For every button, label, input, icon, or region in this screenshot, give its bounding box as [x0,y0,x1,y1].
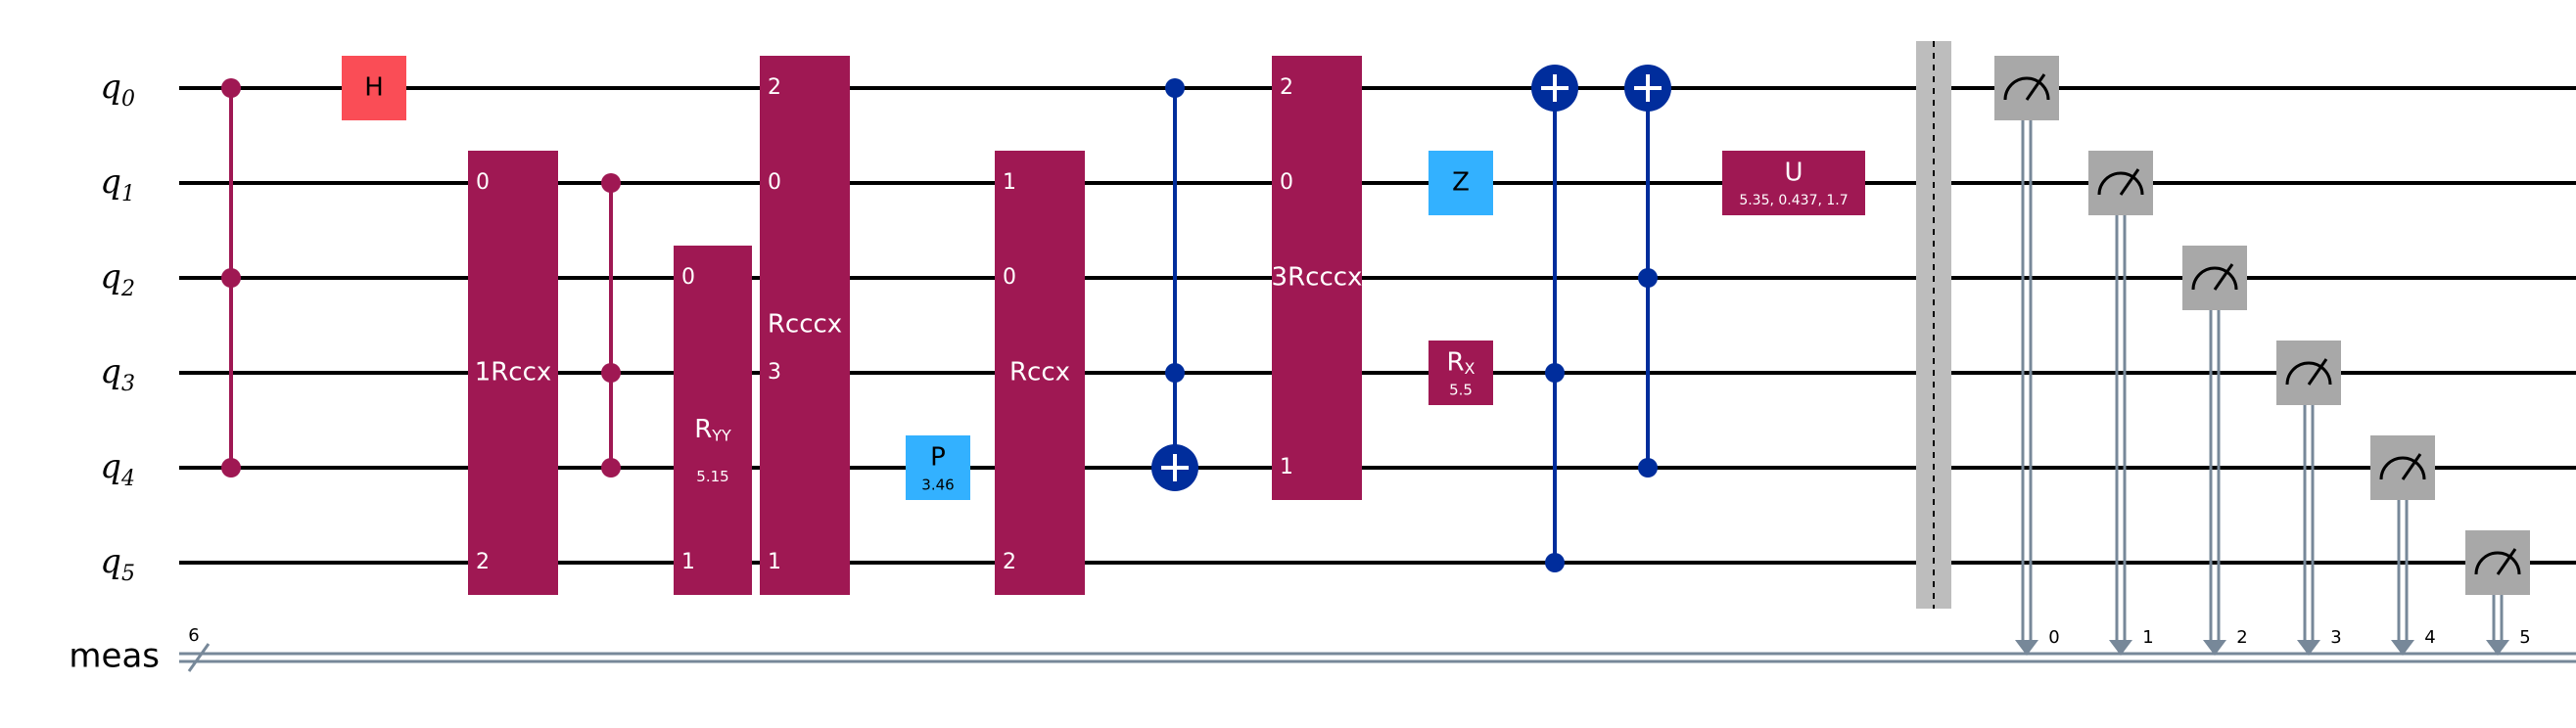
gate-port-label: 0 [476,170,490,195]
gate-port-label: 1 [1280,455,1293,479]
qubit-label-index: 2 [120,277,135,301]
gate-port-label: 2 [1280,75,1293,100]
meter-needle [2025,73,2046,101]
gate-param: 5.15 [696,468,728,485]
gate-label: 3Rcccx [1272,263,1363,293]
gate-u [1722,151,1865,215]
control-dot [1638,458,1658,478]
gate-label: Rcccx [768,310,842,340]
measure-arrow [2203,640,2226,656]
qubit-label-q5: q5 [100,542,135,586]
multi-qubit-gate [1272,56,1362,500]
classical-bit-index: 3 [2330,627,2341,648]
gate-port-label: 0 [1003,265,1016,290]
measure-gate [2370,435,2435,500]
control-dot [1165,363,1185,383]
qubit-label-index: 0 [121,87,135,112]
qubit-label-q2: q2 [100,257,135,301]
gate-port-label: 0 [681,265,695,290]
classical-bit-index: 5 [2519,627,2530,648]
circuit-gates: H021Rccx01RYY5.152031RcccxP3.46102Rccx20… [221,41,2531,656]
gate-port-label: 1 [768,550,781,574]
control-dot [601,458,621,478]
gate-p [906,435,970,500]
qubit-label-q0: q0 [100,68,135,112]
multi-qubit-gate [760,56,850,595]
meter-icon [2003,76,2050,101]
meter-icon [2379,456,2426,480]
meter-icon [2097,171,2144,196]
gate-port-label: 3 [768,360,781,385]
register-labels: q0 q1 q2 q3 q4 q5 meas 6 [69,68,199,676]
gate-port-label: 1 [681,550,695,574]
qubit-label-q1: q1 [100,162,135,206]
classical-bit-index: 0 [2048,627,2059,648]
control-dot [1165,78,1185,98]
meter-icon [2285,361,2332,386]
qubit-label-q3: q3 [100,352,135,396]
meter-needle [2496,548,2517,575]
multi-qubit-gate [674,246,752,595]
classical-register-label: meas [69,637,160,676]
classical-bit-index: 1 [2142,627,2153,648]
measure-arrow [2486,640,2509,656]
control-dot [601,363,621,383]
qubit-label-index: 5 [121,562,135,586]
classical-bit-index: 2 [2236,627,2247,648]
gate-label: 1Rccx [475,358,552,387]
qubit-label-index: 3 [121,372,135,396]
circuit-wires [179,86,2576,672]
qubit-label-q4: q4 [100,447,135,491]
measure-arrow [2109,640,2132,656]
gate-label-sub: X [1465,359,1475,378]
measure-gate [2465,530,2530,595]
gate-port-label: 0 [1280,170,1293,195]
measure-arrow [2297,640,2320,656]
meter-needle [2307,358,2328,386]
gate-param: 5.5 [1449,382,1473,399]
gate-port-label: 2 [768,75,781,100]
gate-label: Z [1452,168,1470,198]
gate-port-label: 2 [1003,550,1016,574]
classical-bundle-slash [187,643,211,672]
gate-label: U [1784,159,1803,188]
measure-gate [1994,56,2059,120]
measure-arrow [2015,640,2038,656]
gate-h [342,56,406,120]
classical-register-size: 6 [188,625,199,646]
control-dot [1638,268,1658,288]
measure-gate [2182,246,2247,310]
control-dot [221,458,241,478]
gate-r [1429,341,1493,405]
gate-param: 3.46 [921,477,954,494]
multi-qubit-gate [995,151,1085,595]
meter-icon [2474,551,2521,575]
gate-label: H [364,73,384,103]
meter-needle [2213,263,2234,291]
classical-bit-index: 4 [2424,627,2435,648]
control-dot [221,268,241,288]
gate-port-label: 0 [768,170,781,195]
qubit-label-index: 4 [120,467,135,491]
gate-label-sub: YY [711,426,731,444]
gate-label: Rccx [1009,358,1070,387]
measure-arrow [2391,640,2414,656]
control-dot [1545,553,1565,572]
meter-needle [2401,453,2422,480]
gate-port-label: 1 [1003,170,1016,195]
control-dot [1545,363,1565,383]
measure-gate [2276,341,2341,405]
gate-port-label: 2 [476,550,490,574]
gate-label: P [930,443,946,473]
control-dot [221,78,241,98]
meter-needle [2119,168,2140,196]
meter-icon [2191,266,2238,291]
gate-param: 5.35, 0.437, 1.7 [1739,193,1848,208]
gate-z [1429,151,1493,215]
control-dot [601,173,621,193]
qubit-label-index: 1 [121,182,135,206]
measure-gate [2088,151,2153,215]
multi-qubit-gate [468,151,558,595]
